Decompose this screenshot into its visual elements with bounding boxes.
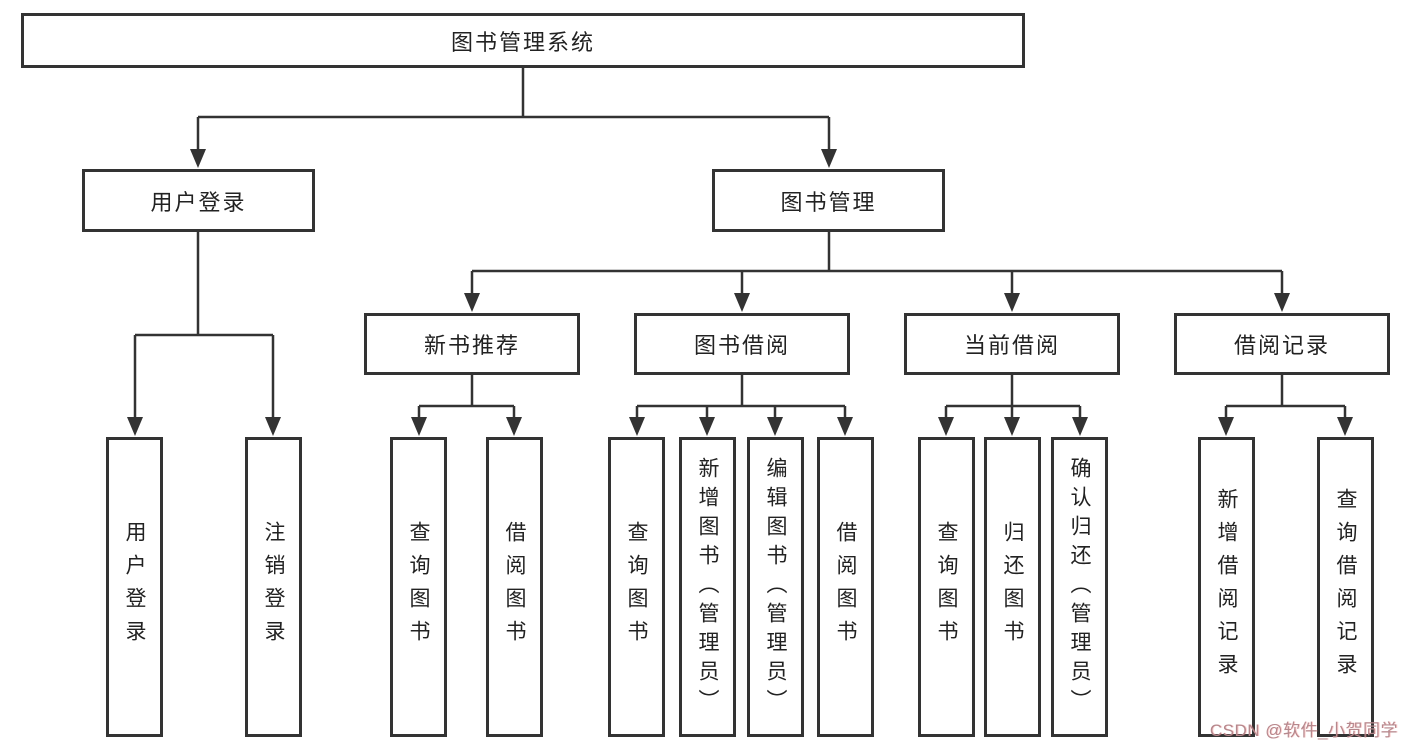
node-book-borrowing: 图书借阅 bbox=[634, 313, 850, 375]
node-label: 新增借阅记录 bbox=[1215, 488, 1238, 686]
node-label: 注销登录 bbox=[262, 521, 285, 653]
node-label: 查询图书 bbox=[625, 521, 648, 653]
node-label: 用户登录 bbox=[123, 521, 146, 653]
connector-line-path bbox=[133, 68, 1347, 418]
node-leaf-logout: 注销登录 bbox=[245, 437, 302, 737]
node-leaf-user-login: 用户登录 bbox=[106, 437, 163, 737]
node-leaf-borrow-books-recommend: 借阅图书 bbox=[486, 437, 543, 737]
node-label: 归还图书 bbox=[1001, 521, 1024, 653]
node-leaf-query-books-current: 查询图书 bbox=[918, 437, 975, 737]
node-label: 查询图书 bbox=[935, 521, 958, 653]
node-leaf-return-books: 归还图书 bbox=[984, 437, 1041, 737]
node-label: 确认归还（管理员） bbox=[1068, 456, 1091, 718]
node-leaf-add-books-admin: 新增图书（管理员） bbox=[679, 437, 736, 737]
node-leaf-query-borrow-record: 查询借阅记录 bbox=[1317, 437, 1374, 737]
node-leaf-query-books-recommend: 查询图书 bbox=[390, 437, 447, 737]
node-current-borrowing: 当前借阅 bbox=[904, 313, 1120, 375]
node-user-login: 用户登录 bbox=[82, 169, 315, 232]
node-leaf-confirm-return-admin: 确认归还（管理员） bbox=[1051, 437, 1108, 737]
node-new-book-recommendation: 新书推荐 bbox=[364, 313, 580, 375]
node-label: 借阅图书 bbox=[503, 521, 526, 653]
node-label: 编辑图书（管理员） bbox=[764, 456, 787, 718]
node-leaf-query-books-borrow: 查询图书 bbox=[608, 437, 665, 737]
node-book-management: 图书管理 bbox=[712, 169, 945, 232]
node-label: 新增图书（管理员） bbox=[696, 456, 719, 718]
node-label: 查询借阅记录 bbox=[1334, 488, 1357, 686]
node-label: 借阅图书 bbox=[834, 521, 857, 653]
node-library-management-system: 图书管理系统 bbox=[21, 13, 1025, 68]
node-leaf-borrow-books: 借阅图书 bbox=[817, 437, 874, 737]
node-label: 查询图书 bbox=[407, 521, 430, 653]
node-borrowing-records: 借阅记录 bbox=[1174, 313, 1390, 375]
node-leaf-add-borrow-record: 新增借阅记录 bbox=[1198, 437, 1255, 737]
node-leaf-edit-books-admin: 编辑图书（管理员） bbox=[747, 437, 804, 737]
